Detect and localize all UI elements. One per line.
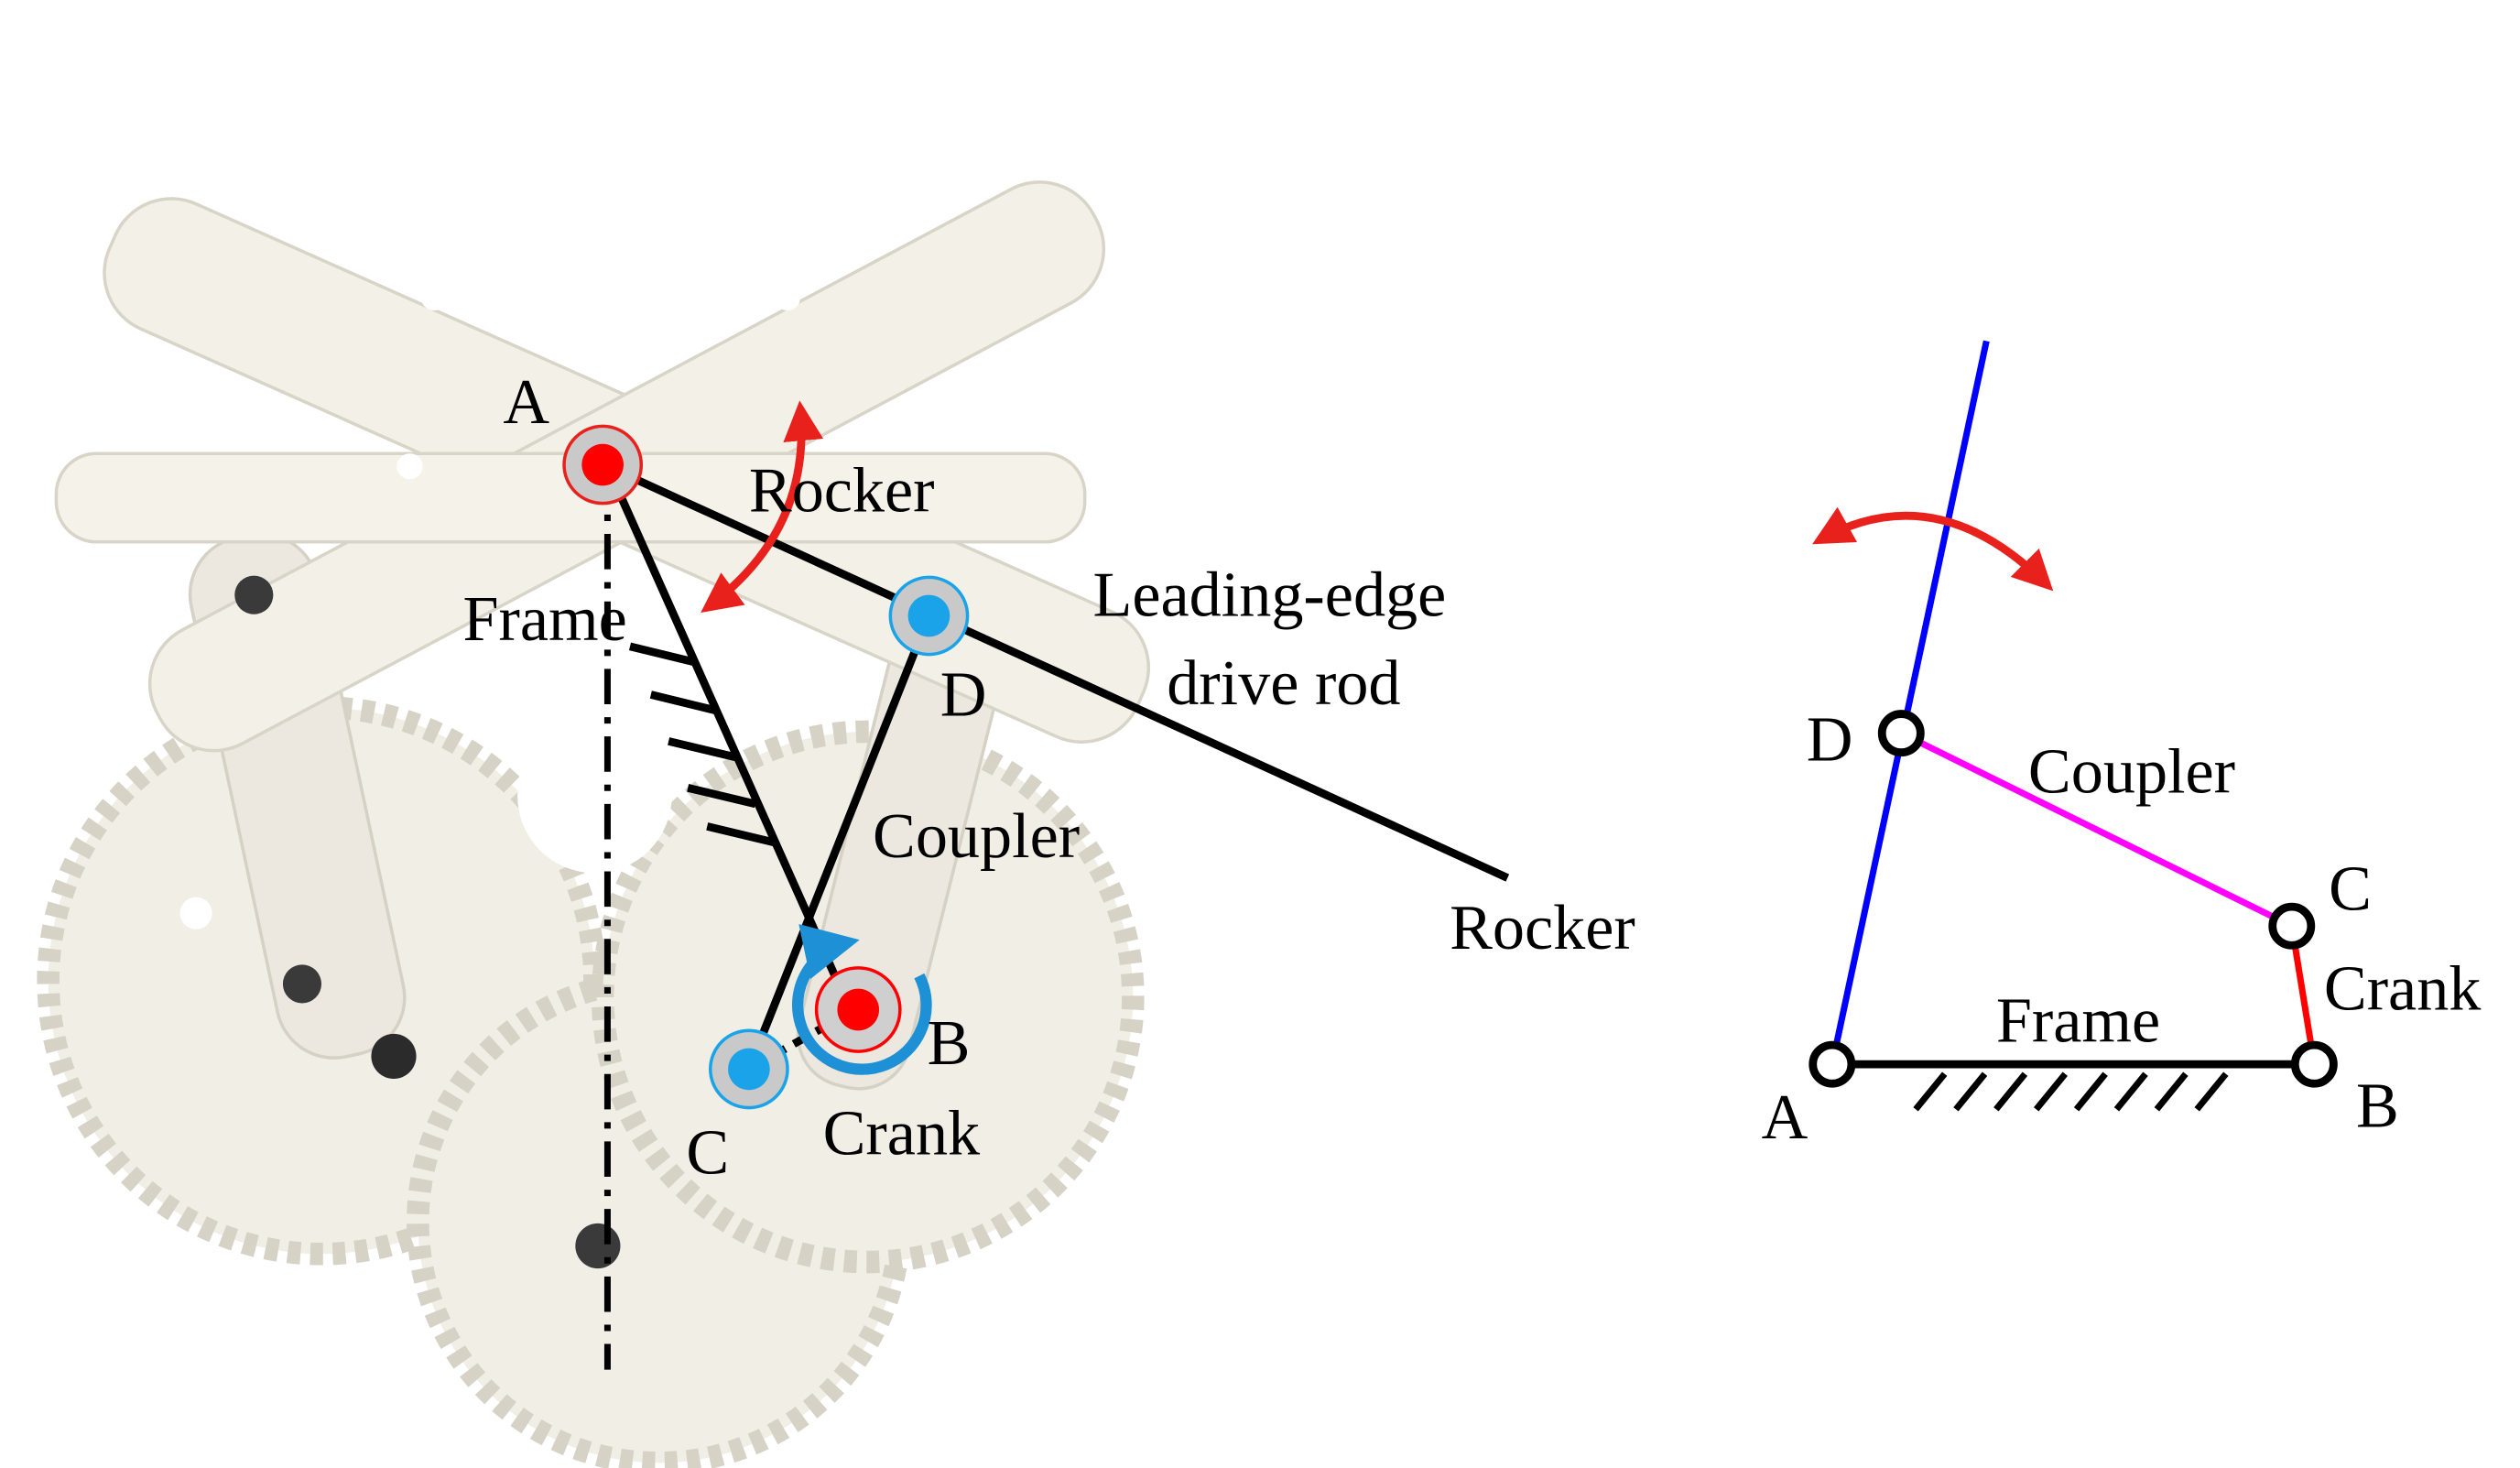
rocker-oscillation-arrow — [701, 400, 824, 613]
frame-hatch — [628, 642, 776, 847]
crank-rotation-arrow — [792, 924, 932, 1075]
photo-label-crank: Crank — [823, 1097, 981, 1169]
joint-C — [709, 1028, 789, 1110]
photo-label-coupler: Coupler — [873, 800, 1080, 872]
joint-D — [888, 575, 970, 657]
bolt-4 — [575, 1223, 621, 1269]
schematic-ground-hatch — [1913, 1071, 2229, 1112]
wing-hole-2 — [774, 284, 801, 311]
schematic-label-D: D — [1807, 703, 1853, 775]
schematic-label-A: A — [1762, 1082, 1809, 1153]
coupler-link — [744, 614, 933, 1071]
schematic-label-B: B — [2356, 1071, 2399, 1142]
bolt-1 — [234, 575, 274, 614]
schematic-label-C: C — [2329, 854, 2372, 925]
schematic-rocker-arrow — [1812, 506, 2054, 592]
mechanism-photo: A Rocker Frame D Leading-edge drive rod … — [37, 180, 1635, 1468]
bolt-3 — [371, 1033, 417, 1079]
photo-label-rocker: Rocker — [749, 454, 935, 526]
schematic-label-frame: Frame — [1996, 985, 2160, 1057]
photo-label-C: C — [686, 1117, 729, 1189]
schematic-joint-B — [2290, 1040, 2338, 1088]
photo-label-D: D — [940, 658, 987, 730]
wing-hole-1 — [420, 284, 447, 311]
joint-A — [562, 424, 644, 506]
bolt-2 — [282, 964, 322, 1004]
schematic-label-coupler: Coupler — [2028, 736, 2235, 808]
photo-label-leading-edge-2: drive rod — [1167, 647, 1400, 719]
photo-label-frame: Frame — [462, 583, 626, 655]
joint-B — [814, 966, 902, 1053]
photo-label-leading-edge-1: Leading-edge — [1092, 560, 1446, 631]
gear-hub-hole — [517, 718, 672, 874]
gear-hole — [179, 897, 212, 930]
schematic-label-crank: Crank — [2324, 952, 2482, 1024]
schematic-joint-A — [1809, 1040, 1856, 1088]
photo-label-rocker-far: Rocker — [1450, 892, 1635, 963]
schematic-rocker — [1829, 340, 1990, 1065]
photo-label-B: B — [928, 1007, 971, 1079]
wing-hole-3 — [396, 453, 423, 480]
schematic-joint-D — [1877, 710, 1925, 757]
schematic-coupler — [1899, 730, 2294, 930]
four-bar-schematic: D Coupler C Crank Frame A B — [1762, 340, 2482, 1153]
photo-label-A: A — [503, 366, 549, 438]
schematic-joint-C — [2268, 902, 2316, 950]
schematic-crank — [2288, 925, 2318, 1065]
